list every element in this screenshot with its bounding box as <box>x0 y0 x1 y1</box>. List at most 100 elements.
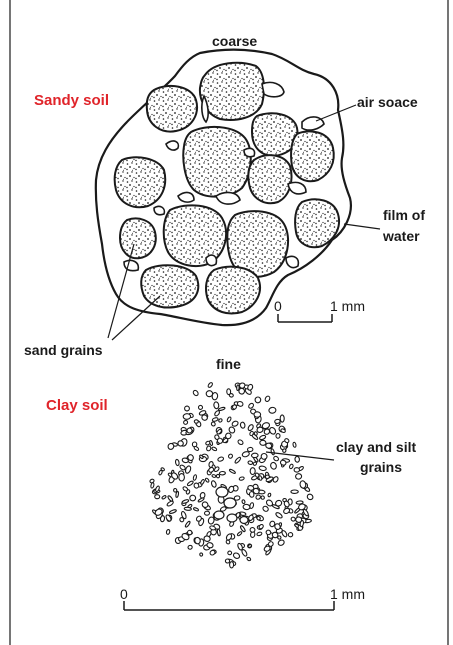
sandy-soil-label: Sandy soil <box>34 92 109 109</box>
clay-grain <box>299 480 306 488</box>
clay-grain <box>175 459 180 466</box>
clay-grain <box>189 495 196 502</box>
clay-grain <box>251 453 258 458</box>
clay-grain <box>237 385 240 391</box>
clay-grain <box>255 494 261 500</box>
clay-grain <box>232 552 240 560</box>
clay-grain <box>294 468 300 473</box>
clay-grain <box>242 499 246 503</box>
clay-grain <box>218 407 225 411</box>
clay-grain-large <box>227 514 237 522</box>
clay-grain <box>290 516 295 521</box>
clay-grain <box>243 504 250 510</box>
clay-grain <box>205 441 210 446</box>
clay-grain <box>217 529 221 536</box>
clay-grain <box>275 512 283 519</box>
clay-grain <box>187 545 192 550</box>
clay-grain <box>295 473 302 480</box>
clay-grain <box>257 532 263 537</box>
clay-grain <box>155 495 160 499</box>
clay-grain <box>193 483 199 489</box>
clay-soil-aggregate-icon <box>149 382 314 568</box>
film-of-water-label-line2: water <box>382 228 420 244</box>
clay-grain <box>212 474 216 477</box>
clay-grain <box>184 465 191 474</box>
clay-grain <box>198 405 204 411</box>
clay-grain <box>293 442 297 448</box>
clay-grain <box>270 448 274 455</box>
clay-grain <box>211 421 216 426</box>
clay-grain <box>289 464 294 470</box>
clay-grain <box>184 507 191 511</box>
clay-grain <box>182 499 189 504</box>
clay-silt-grains-label-line1: clay and silt <box>336 439 416 455</box>
clay-grain <box>230 562 234 568</box>
clay-grain <box>237 439 244 445</box>
clay-grain <box>228 486 235 494</box>
clay-grain <box>296 501 303 505</box>
clay-grain <box>255 397 261 403</box>
clay-grain <box>274 419 280 424</box>
clay-grain <box>217 456 224 462</box>
clay-grain <box>206 445 212 451</box>
fine-label: fine <box>216 356 241 372</box>
clay-grain <box>225 533 232 541</box>
clay-grain <box>273 456 279 462</box>
clay-grain <box>228 551 232 555</box>
clay-grain <box>269 407 277 414</box>
clay-grain <box>179 474 185 481</box>
clay-grain <box>280 415 284 422</box>
clay-grain <box>227 389 231 395</box>
clay-grain <box>259 465 267 471</box>
clay-grain <box>229 469 236 474</box>
clay-grain <box>264 395 270 402</box>
clay-grain <box>183 420 188 425</box>
clay-grain <box>183 414 191 420</box>
clay-grain <box>228 453 233 459</box>
clay-grain <box>240 422 245 429</box>
clay-grain <box>237 401 244 407</box>
clay-grain <box>207 382 213 388</box>
clay-grain <box>211 446 217 451</box>
clay-grain <box>265 475 270 479</box>
clay-grain <box>213 402 219 409</box>
clay-grain <box>262 505 269 512</box>
clay-grain <box>231 420 239 427</box>
clay-grain <box>242 451 250 458</box>
clay-grain <box>211 480 217 488</box>
clay-grain-large <box>214 511 224 519</box>
clay-grain <box>166 529 170 534</box>
clay-grain <box>277 539 285 546</box>
clay-scale-bar <box>124 601 334 610</box>
clay-grain <box>185 521 191 528</box>
film-of-water-label-line1: film of <box>383 207 425 223</box>
clay-grain <box>184 406 190 412</box>
clay-grain <box>206 391 213 397</box>
coarse-label: coarse <box>212 33 257 49</box>
clay-grain <box>295 456 300 462</box>
clay-grain <box>246 557 251 562</box>
clay-grain-large <box>216 487 228 497</box>
sand-grains-label: sand grains <box>24 342 103 358</box>
clay-grain <box>194 419 199 423</box>
clay-grain <box>205 478 210 483</box>
clay-silt-grains-label-line2: grains <box>360 459 402 475</box>
clay-grain <box>247 424 254 432</box>
clay-grain <box>237 531 242 536</box>
clay-scale-start: 0 <box>120 586 128 602</box>
clay-grain <box>200 479 205 485</box>
clay-grain <box>212 417 219 422</box>
clay-grain <box>250 468 255 475</box>
clay-grain <box>259 435 266 441</box>
clay-grain <box>218 418 223 423</box>
clay-grain <box>162 495 167 499</box>
clay-soil-label: Clay soil <box>46 397 108 414</box>
clay-grain <box>291 490 298 494</box>
clay-grain <box>270 462 278 470</box>
clay-grain <box>265 443 272 449</box>
clay-grain <box>216 474 219 477</box>
clay-grain <box>276 433 281 438</box>
clay-grain <box>192 390 199 397</box>
clay-grain <box>204 535 211 541</box>
